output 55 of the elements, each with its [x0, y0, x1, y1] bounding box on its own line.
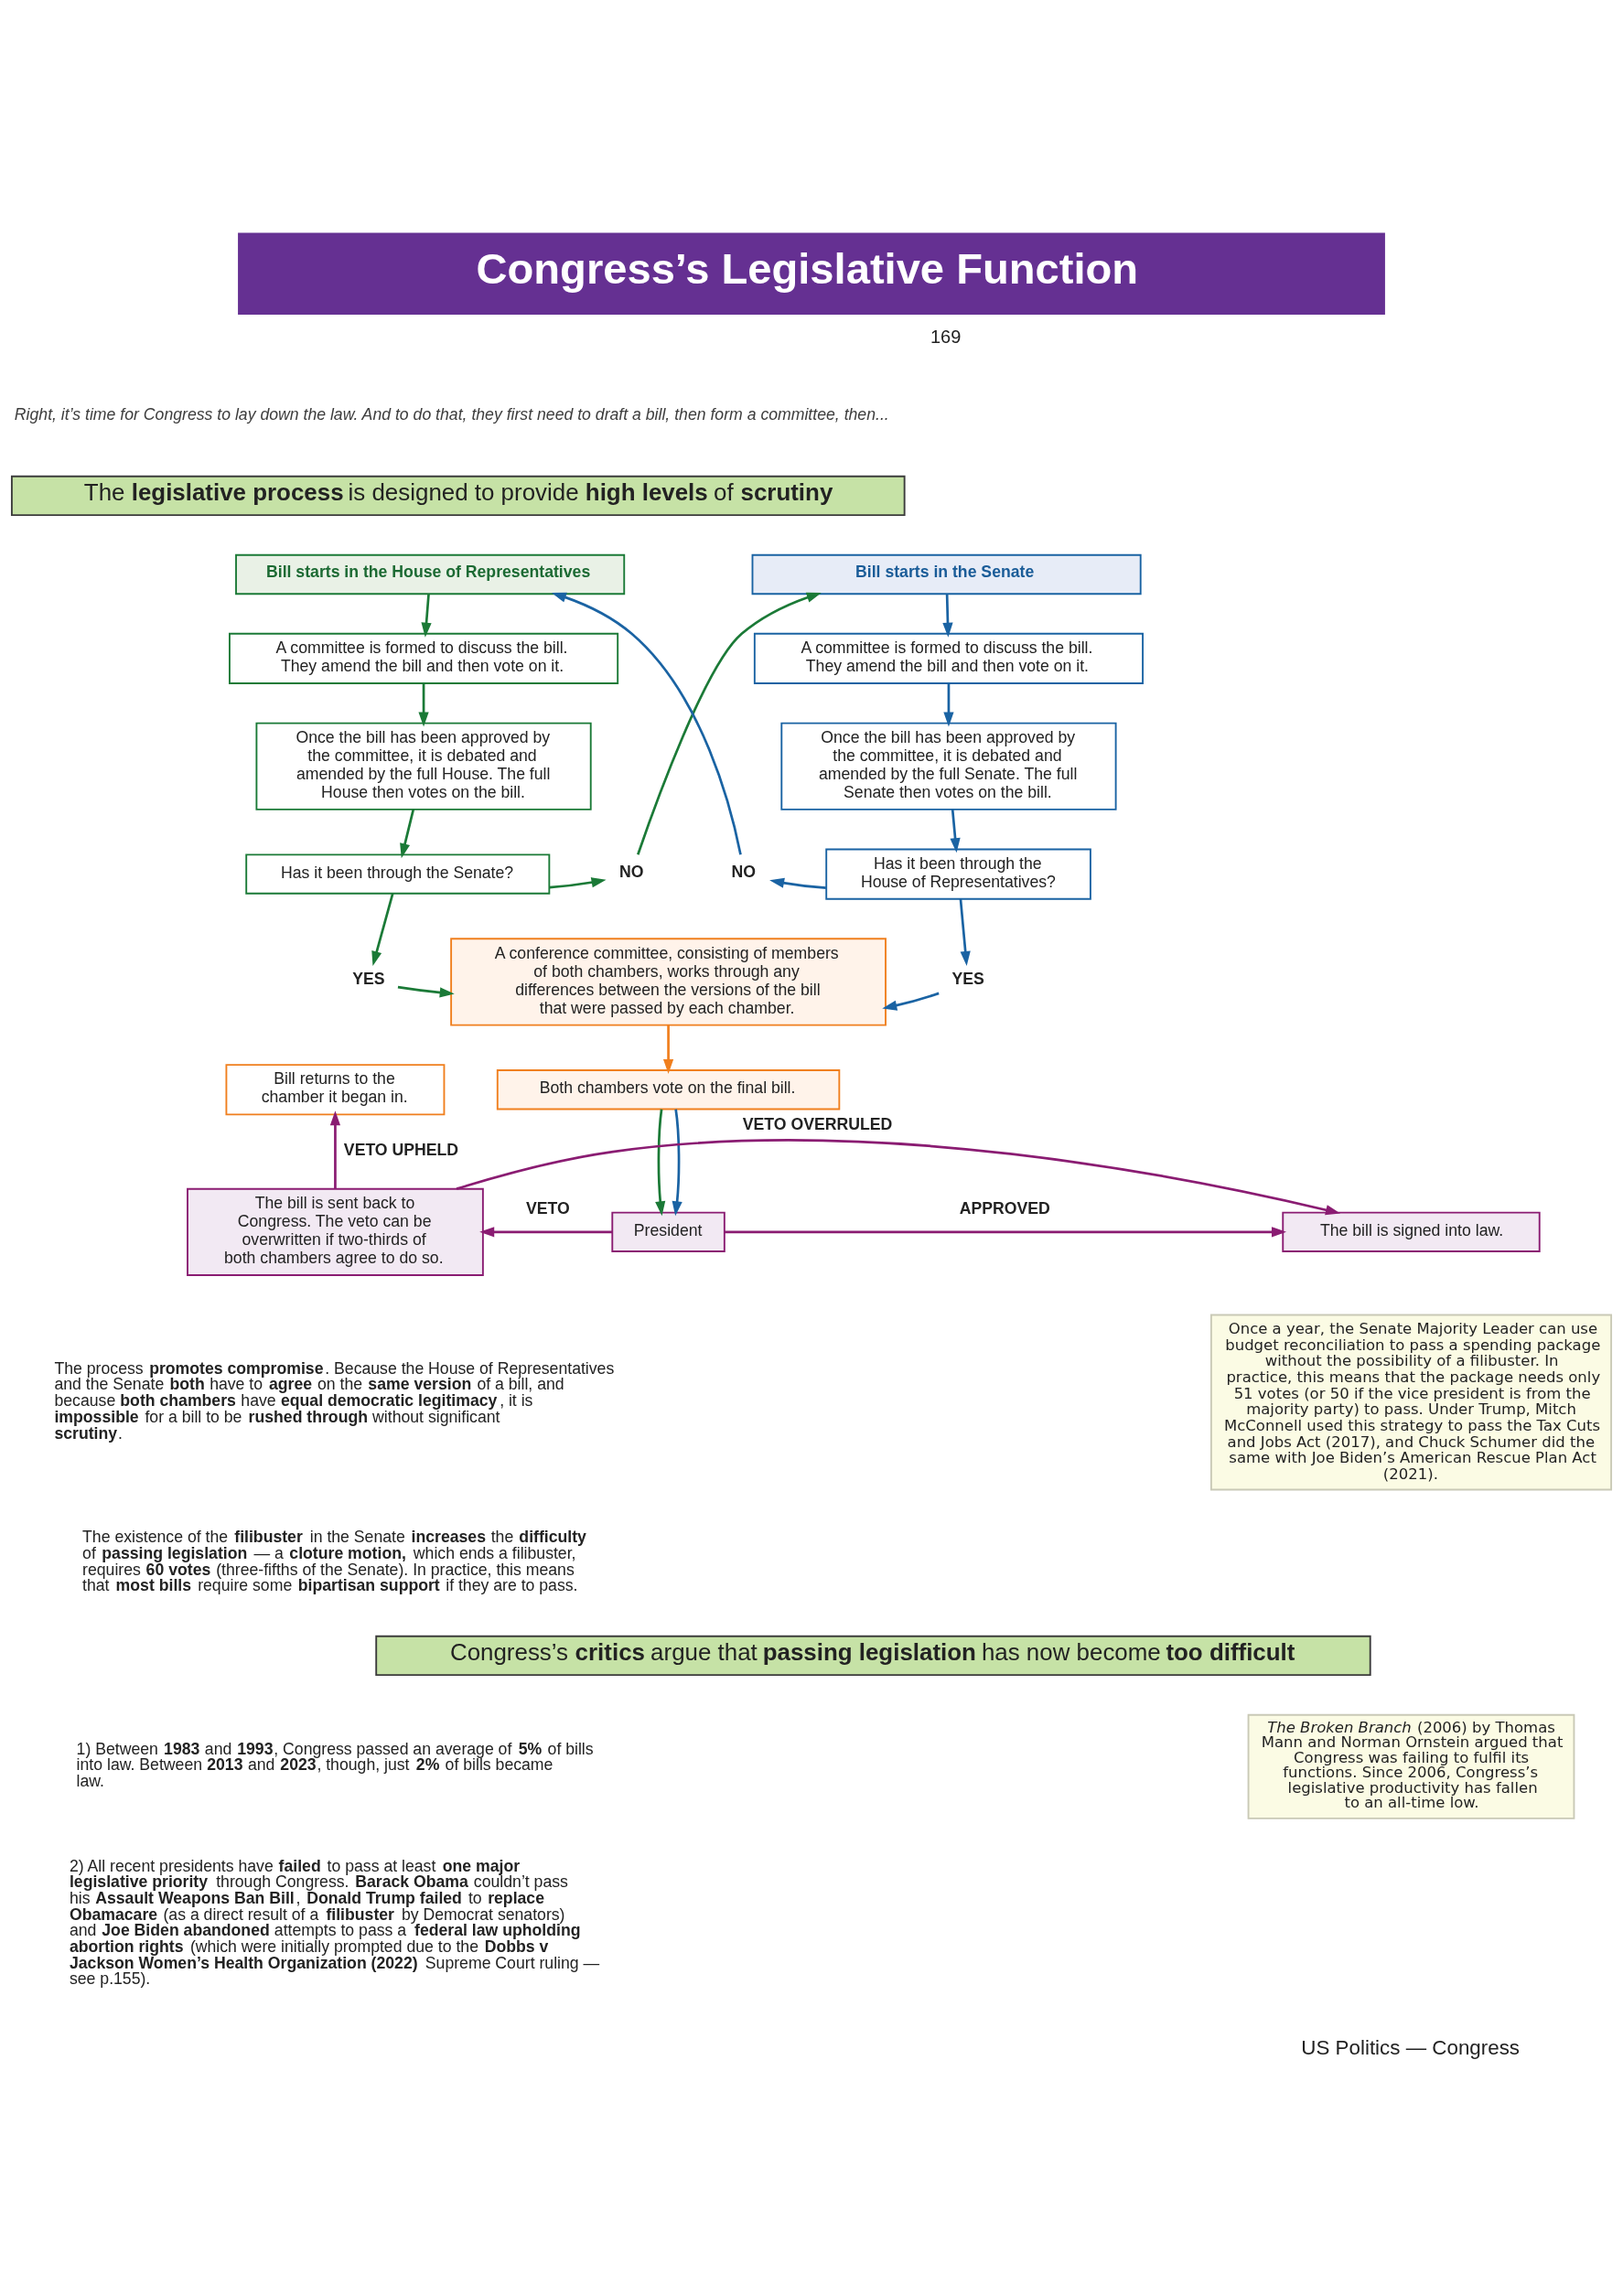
- node-box: Bill returns to the chamber it began in.: [225, 1063, 446, 1115]
- node-box: Both chambers vote on the final bill.: [496, 1068, 841, 1110]
- edge-label: APPROVED: [959, 1198, 1050, 1218]
- label: The process promotes compromise. Because the House of Representatives and the Senate both have to agree on the same version of a bill, and because both chambers have equal democratic legitimacy, it is impossible for a bill to be rushed through without significant scrutiny.: [54, 1358, 615, 1442]
- label: 2) All recent presidents have failed to pass at least one major legislative priority through Congress. Barack Obama couldn’t pass his Assault Weapons Ban Bill, Donald Trump failed to replace Obamacare (as a direct result of a filibuster by Democrat senators) and Joe Biden abandoned attempts to pass a federal law upholding abortion rights (which were initially prompted due to the Dobbs v Jackson Women’s Health Organization (2022) Supreme Court ruling — see p.155).: [69, 1856, 600, 1988]
- label: The existence of the filibuster in the Senate increases the difficulty of passing legislation — a cloture motion, which ends a filibuster, requires 60 votes (three-fifths of the Senate). In practice, this means that most bills require some bipartisan support if they are to pass.: [82, 1527, 586, 1594]
- arrow: [662, 1025, 674, 1074]
- node-box: Bill starts in the Senate: [751, 553, 1142, 595]
- arrow: [882, 992, 940, 1011]
- node-text: NO: [731, 862, 756, 881]
- node-box: The Broken Branch (2006) by Thomas Mann and Norman Ornstein argued that Congress was failing to fulfil its functions. Since 2006, Congress’s legislative productivity has fallen to an all-time low.: [1247, 1713, 1575, 1819]
- edge-label: VETO UPHELD: [343, 1140, 459, 1159]
- arrow: [943, 682, 954, 727]
- node-box: Once the bill has been approved by the committee, it is debated and amended by the full House. The full House then votes on the bill.: [255, 722, 592, 810]
- arrow: [637, 592, 822, 855]
- node-box: Once the bill has been approved by the committee, it is debated and amended by the full Senate. The full Senate then votes on the bill.: [780, 722, 1117, 810]
- edge-label: VETO: [526, 1198, 570, 1218]
- arrow: [397, 985, 455, 998]
- node-box: Has it been through the Senate?: [245, 853, 551, 895]
- diagram-title: Congress’s Legislative Function: [476, 243, 1139, 293]
- label: US Politics — Congress: [1301, 2035, 1521, 2059]
- arrow: [551, 592, 742, 855]
- node-box: Has it been through the House of Representatives?: [825, 848, 1091, 900]
- node-box: A committee is formed to discuss the bill. They amend the bill and then vote on it.: [753, 632, 1144, 684]
- arrow: [959, 898, 971, 966]
- arrow: [672, 1109, 683, 1216]
- label: 169: [930, 326, 962, 347]
- node-box: President: [611, 1211, 726, 1252]
- edge-label: VETO OVERRULED: [742, 1114, 893, 1133]
- node-box: The legislative process is designed to provide high levels of scrutiny: [10, 475, 906, 516]
- node-text: YES: [951, 969, 984, 988]
- arrow: [418, 682, 429, 727]
- node-box: A conference committee, consisting of members of both chambers, works through any differences between the versions of the bill that were passed by each chamber.: [450, 937, 887, 1025]
- arrow: [371, 893, 394, 966]
- node-box: Congress’s critics argue that passing legislation has now become too difficult: [375, 1635, 1371, 1676]
- node-box: The bill is sent back to Congress. The veto can be overwritten if two-thirds of both chambers agree to do so.: [187, 1187, 484, 1276]
- arrow: [950, 809, 961, 853]
- arrow: [329, 1110, 341, 1189]
- label: 1) Between 1983 and 1993, Congress passed an average of 5% of bills into law. Between 2013 and 2023, though, just 2% of bills became law.: [76, 1739, 594, 1790]
- arrow: [655, 1109, 666, 1216]
- arrow: [400, 809, 415, 858]
- label: Right, it’s time for Congress to lay down the law. And to do that, they first need to draft a bill, then form a committee, then...: [14, 404, 889, 424]
- node-box: A committee is formed to discuss the bill. They amend the bill and then vote on it.: [229, 632, 619, 684]
- node-text: NO: [618, 862, 644, 881]
- node-box: Bill starts in the House of Representatives: [235, 553, 626, 595]
- arrow: [769, 877, 826, 889]
- node-box: Once a year, the Senate Majority Leader can use budget reconciliation to pass a spending package without the possibility of a filibuster. In practice, this means that the package needs only 51 votes (or 50 if the vice president is from the majority party) to pass. Under Trump, Mitch McConnell used this strategy to pass the Tax Cuts and Jobs Act (2017), and Chuck Schumer did the same with Joe Biden’s American Rescue Plan Act (2021).: [1209, 1314, 1613, 1490]
- arrow: [942, 593, 953, 638]
- arrow: [724, 1226, 1287, 1237]
- node-text: YES: [352, 969, 385, 988]
- node-box: The bill is signed into law.: [1282, 1211, 1541, 1252]
- arrow: [549, 876, 607, 888]
- arrow: [421, 593, 432, 638]
- arrow: [456, 1138, 1340, 1215]
- arrow: [479, 1226, 612, 1237]
